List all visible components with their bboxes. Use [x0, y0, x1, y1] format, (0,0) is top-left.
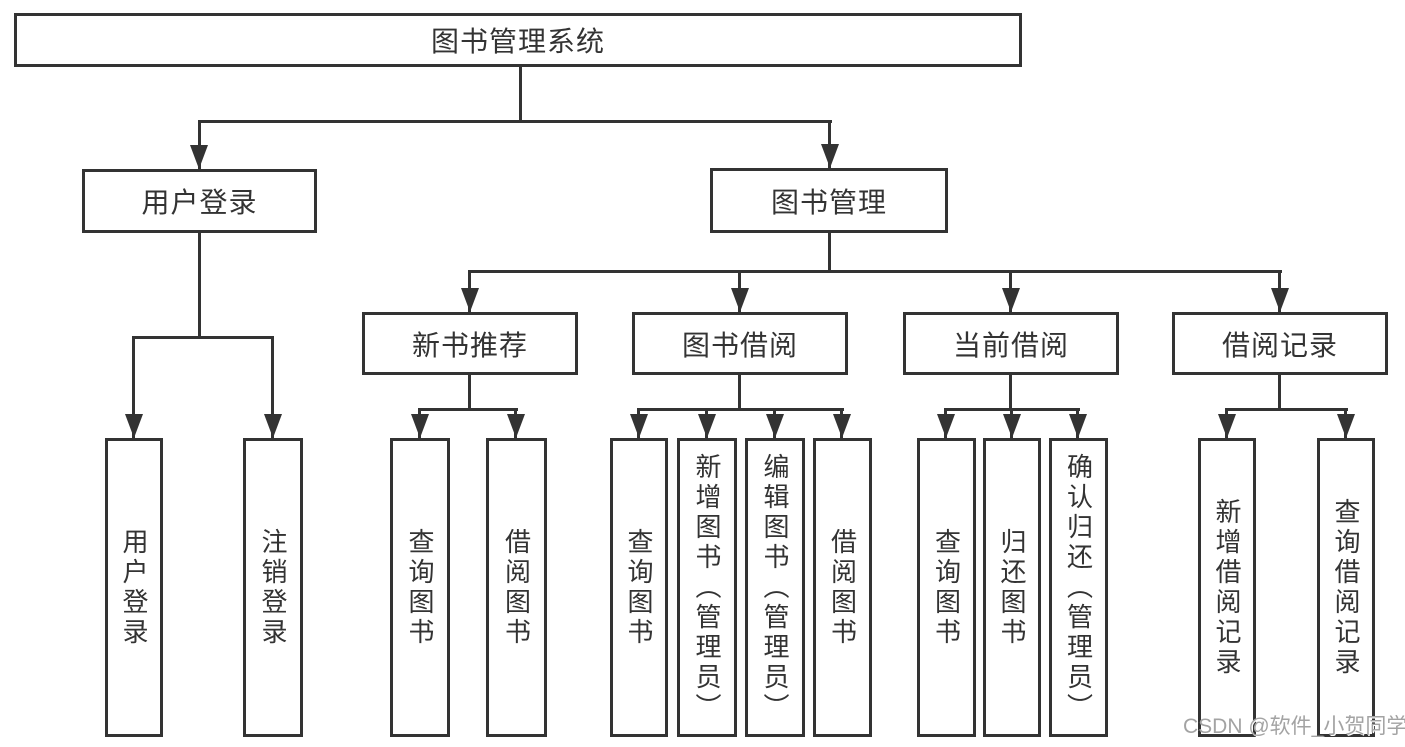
arrowhead-down-icon	[937, 414, 955, 438]
node-new-book-recommend-label: 新书推荐	[411, 329, 528, 361]
arrowhead-down-icon	[731, 288, 749, 312]
node-book-borrow: 图书借阅	[632, 312, 848, 375]
node-cb-query-book: 查询图书	[917, 438, 976, 737]
node-br-add-record: 新增借阅记录	[1198, 438, 1256, 737]
connector-level1-rail	[198, 120, 832, 123]
node-leaf-logout: 注销登录	[243, 438, 303, 737]
node-nb-borrow-book-label: 借阅图书	[501, 527, 532, 648]
node-current-borrow-label: 当前借阅	[952, 329, 1069, 361]
node-root: 图书管理系统	[14, 13, 1022, 67]
arrowhead-down-icon	[1271, 288, 1289, 312]
arrowhead-down-icon	[125, 414, 143, 438]
arrowhead-down-icon	[1002, 288, 1020, 312]
node-nb-query-book-label: 查询图书	[405, 527, 435, 648]
node-current-borrow: 当前借阅	[903, 312, 1119, 375]
arrowhead-down-icon	[1069, 414, 1087, 438]
node-leaf-logout-label: 注销登录	[258, 527, 288, 648]
node-book-borrow-label: 图书借阅	[681, 329, 798, 361]
node-root-label: 图书管理系统	[430, 26, 605, 57]
node-cb-confirm-return-admin-label: 确认归还（管理员）	[1063, 452, 1094, 723]
node-user-login: 用户登录	[82, 169, 317, 233]
connector-drop	[198, 120, 201, 169]
node-bb-add-book-admin-label: 新增图书（管理员）	[692, 452, 722, 723]
node-bb-edit-book-admin-label: 编辑图书（管理员）	[760, 452, 790, 723]
connector-borrow-record-rail	[1225, 408, 1348, 411]
arrowhead-down-icon	[833, 414, 851, 438]
connector-book-mgmt-stub	[828, 232, 831, 273]
connector-book-borrow-stub	[738, 374, 741, 411]
connector-book-borrow-rail	[637, 408, 844, 411]
arrowhead-down-icon	[630, 414, 648, 438]
arrowhead-down-icon	[766, 414, 784, 438]
node-book-management-label: 图书管理	[770, 186, 887, 218]
connector-drop	[271, 336, 274, 438]
connector-new-book-rail	[418, 408, 518, 411]
arrowhead-down-icon	[190, 145, 208, 169]
watermark: CSDN @软件_小贺同学	[1183, 715, 1405, 738]
node-leaf-user-login: 用户登录	[105, 438, 163, 737]
node-bb-query-book: 查询图书	[610, 438, 668, 737]
connector-root-stub	[519, 66, 522, 123]
arrowhead-down-icon	[264, 414, 282, 438]
node-bb-borrow-book: 借阅图书	[813, 438, 872, 737]
connector-drop	[132, 336, 135, 438]
arrowhead-down-icon	[698, 414, 716, 438]
node-br-query-record: 查询借阅记录	[1317, 438, 1375, 737]
node-nb-query-book: 查询图书	[390, 438, 450, 737]
arrowhead-down-icon	[1337, 414, 1355, 438]
node-borrow-record-label: 借阅记录	[1221, 329, 1338, 361]
node-new-book-recommend: 新书推荐	[362, 312, 578, 375]
node-cb-query-book-label: 查询图书	[931, 527, 962, 648]
arrowhead-down-icon	[1218, 414, 1236, 438]
arrowhead-down-icon	[507, 414, 525, 438]
connector-borrow-record-stub	[1278, 374, 1281, 411]
arrowhead-down-icon	[461, 288, 479, 312]
arrowhead-down-icon	[411, 414, 429, 438]
node-br-query-record-label: 查询借阅记录	[1331, 497, 1361, 678]
connector-new-book-stub	[468, 374, 471, 411]
node-leaf-user-login-label: 用户登录	[119, 527, 149, 648]
connector-level2-rail	[468, 270, 1282, 273]
connector-current-borrow-stub	[1009, 374, 1012, 411]
node-bb-query-book-label: 查询图书	[624, 527, 654, 648]
connector-user-login-rail	[132, 336, 274, 339]
node-bb-edit-book-admin: 编辑图书（管理员）	[745, 438, 805, 737]
arrowhead-down-icon	[1003, 414, 1021, 438]
node-nb-borrow-book: 借阅图书	[486, 438, 547, 737]
node-user-login-label: 用户登录	[141, 187, 258, 218]
node-cb-confirm-return-admin: 确认归还（管理员）	[1049, 438, 1108, 737]
connector-user-login-stub	[198, 232, 201, 339]
arrowhead-down-icon	[821, 144, 839, 168]
node-bb-borrow-book-label: 借阅图书	[827, 527, 858, 648]
node-br-add-record-label: 新增借阅记录	[1212, 497, 1242, 678]
node-book-management: 图书管理	[710, 168, 948, 233]
node-cb-return-book: 归还图书	[983, 438, 1041, 737]
node-cb-return-book-label: 归还图书	[997, 527, 1027, 648]
node-borrow-record: 借阅记录	[1172, 312, 1388, 375]
node-bb-add-book-admin: 新增图书（管理员）	[677, 438, 737, 737]
